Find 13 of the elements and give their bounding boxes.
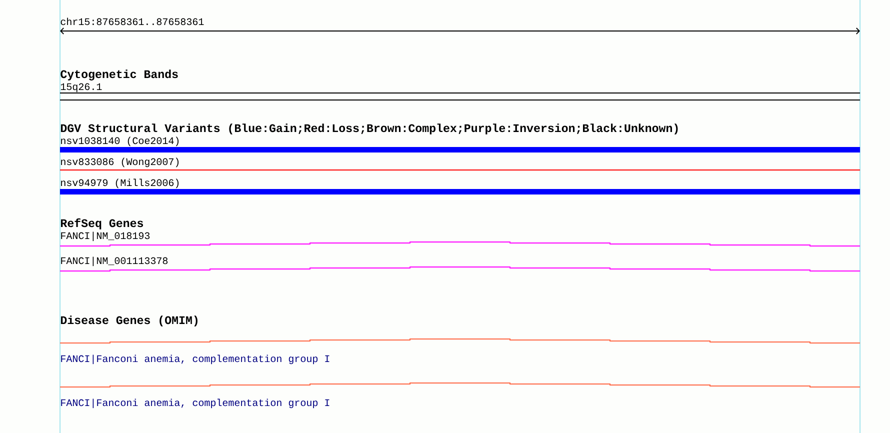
feature-label: 15q26.1 [60,83,102,92]
track-title: RefSeq Genes [60,218,144,230]
disease-label: FANCI|Fanconi anemia, complementation group I [61,354,330,364]
feature-label: nsv1038140 (Coe2014) [61,136,179,146]
coordinate-label: chr15:87658361..87658361 [60,18,204,26]
feature-label: nsv833086 (Wong2007) [61,158,179,168]
feature-label: FANCI|NM_018193 [61,232,150,242]
track-title: Disease Genes (OMIM) [60,316,198,326]
track-title: Cytogenetic Bands [60,70,178,80]
feature-label: nsv94979 (Mills2006) [61,178,179,188]
feature-label: FANCI|NM_001113378 [61,256,168,266]
track-title: DGV Structural Variants (Blue:Gain;Red:Loss;Brown:Complex;Purple:Inversion;Black:Unknown) [60,124,678,134]
disease-label: FANCI|Fanconi anemia, complementation group I [61,398,330,408]
